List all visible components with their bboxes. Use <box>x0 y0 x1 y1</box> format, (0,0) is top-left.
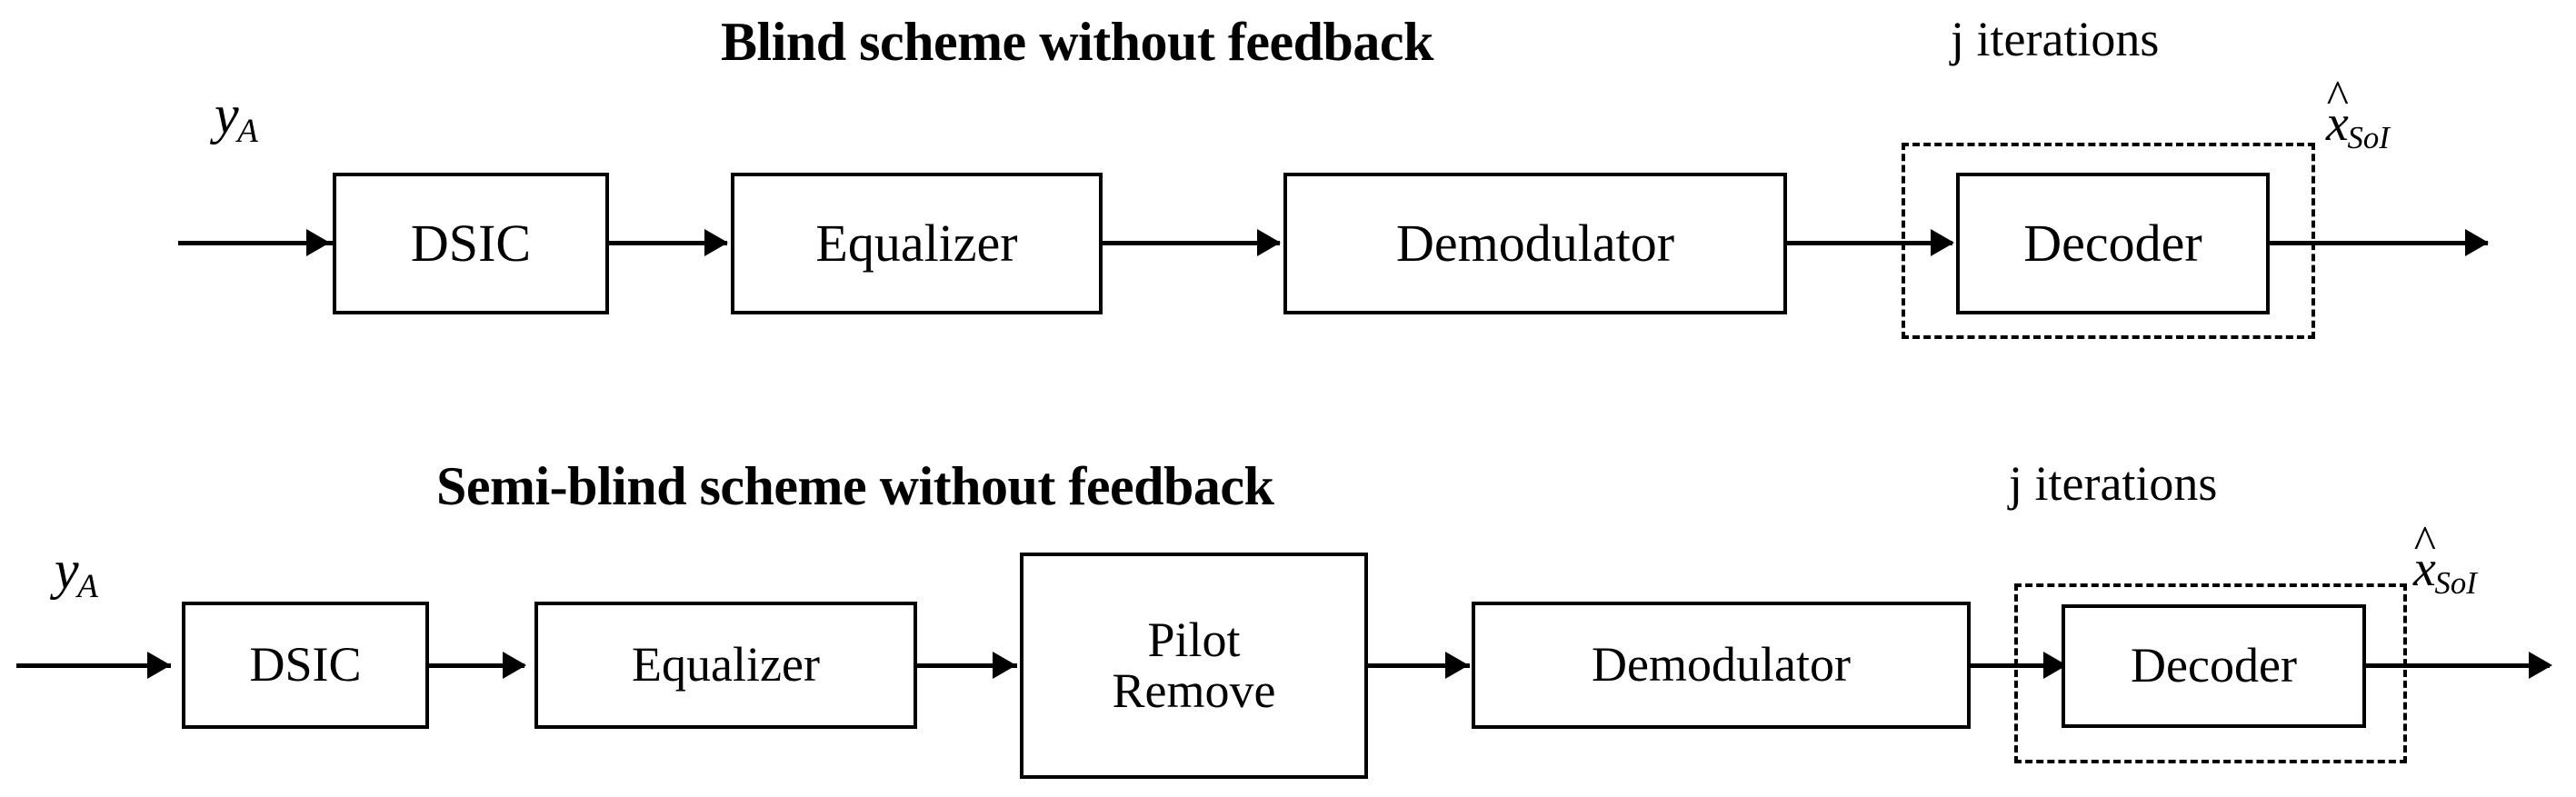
output-label-base: x <box>2413 541 2436 597</box>
arrow-head-demodulator-to-decoder-blind <box>1931 229 1954 256</box>
arrow-head-input-to-dsic-semi-blind <box>147 652 171 679</box>
block-decoder-blind[interactable]: Decoder <box>1956 173 2270 314</box>
block-demodulator-blind[interactable]: Demodulator <box>1283 173 1787 314</box>
input-label-subscript: A <box>77 567 98 605</box>
input-label-base: y <box>215 85 239 144</box>
connector-decoder-to-output-semi-blind <box>2366 663 2550 668</box>
connector-demodulator-to-decoder-semi-blind <box>1971 663 2067 668</box>
iteration-label-blind: j iterations <box>1951 12 2160 66</box>
output-label-base-wrap: ^x <box>2413 520 2436 597</box>
output-label-semi-blind: ^xSoI <box>2413 520 2478 599</box>
arrow-head-pilot-remove-to-demodulator-semi-blind <box>1445 652 1469 679</box>
output-label-subscript: SoI <box>2347 120 2390 156</box>
scheme-title-semi-blind: Semi-blind scheme without feedback <box>436 456 1274 516</box>
arrow-head-dsic-to-equalizer-blind <box>704 229 728 256</box>
output-label-base: x <box>2326 95 2349 152</box>
arrow-head-equalizer-to-demodulator-blind <box>1257 229 1281 256</box>
input-label-blind: yA <box>215 85 259 148</box>
arrow-head-output-blind <box>2465 229 2489 256</box>
iteration-label-semi-blind: j iterations <box>2009 456 2218 511</box>
connector-equalizer-to-pilot-remove-semi-blind <box>917 663 1017 668</box>
arrow-head-equalizer-to-pilot-remove-semi-blind <box>993 652 1016 679</box>
block-equalizer-blind[interactable]: Equalizer <box>731 173 1103 314</box>
block-decoder-semi-blind[interactable]: Decoder <box>2062 604 2366 728</box>
connector-input-to-dsic-blind <box>178 241 333 245</box>
connector-pilot-remove-to-demodulator-semi-blind <box>1368 663 1470 668</box>
block-equalizer-semi-blind[interactable]: Equalizer <box>534 602 917 729</box>
arrow-head-input-to-dsic-blind <box>306 229 330 256</box>
connector-equalizer-to-demodulator-blind <box>1103 241 1280 245</box>
block-dsic-semi-blind[interactable]: DSIC <box>182 602 429 729</box>
block-demodulator-semi-blind[interactable]: Demodulator <box>1472 602 1971 729</box>
block-dsic-blind[interactable]: DSIC <box>333 173 609 314</box>
hat-accent-icon: ^ <box>2326 72 2349 125</box>
input-label-base: y <box>55 540 79 600</box>
hat-accent-icon: ^ <box>2413 517 2436 570</box>
scheme-title-blind: Blind scheme without feedback <box>721 12 1433 72</box>
block-pilot-remove-semi-blind[interactable]: Pilot Remove <box>1020 553 1368 779</box>
arrow-head-dsic-to-equalizer-semi-blind <box>503 652 526 679</box>
connector-decoder-to-output-blind <box>2270 241 2488 245</box>
input-label-semi-blind: yA <box>55 540 99 603</box>
output-label-subscript: SoI <box>2434 565 2477 602</box>
arrow-head-output-semi-blind <box>2529 652 2552 679</box>
output-label-base-wrap: ^x <box>2326 75 2349 152</box>
input-label-subscript: A <box>237 112 258 150</box>
connector-demodulator-to-decoder-blind <box>1787 241 1952 245</box>
output-label-blind: ^xSoI <box>2326 75 2391 154</box>
iteration-group-box-semi-blind <box>2014 583 2407 763</box>
connector-input-to-dsic-semi-blind <box>16 663 171 668</box>
connector-dsic-to-equalizer-blind <box>609 241 727 245</box>
connector-dsic-to-equalizer-semi-blind <box>429 663 524 668</box>
